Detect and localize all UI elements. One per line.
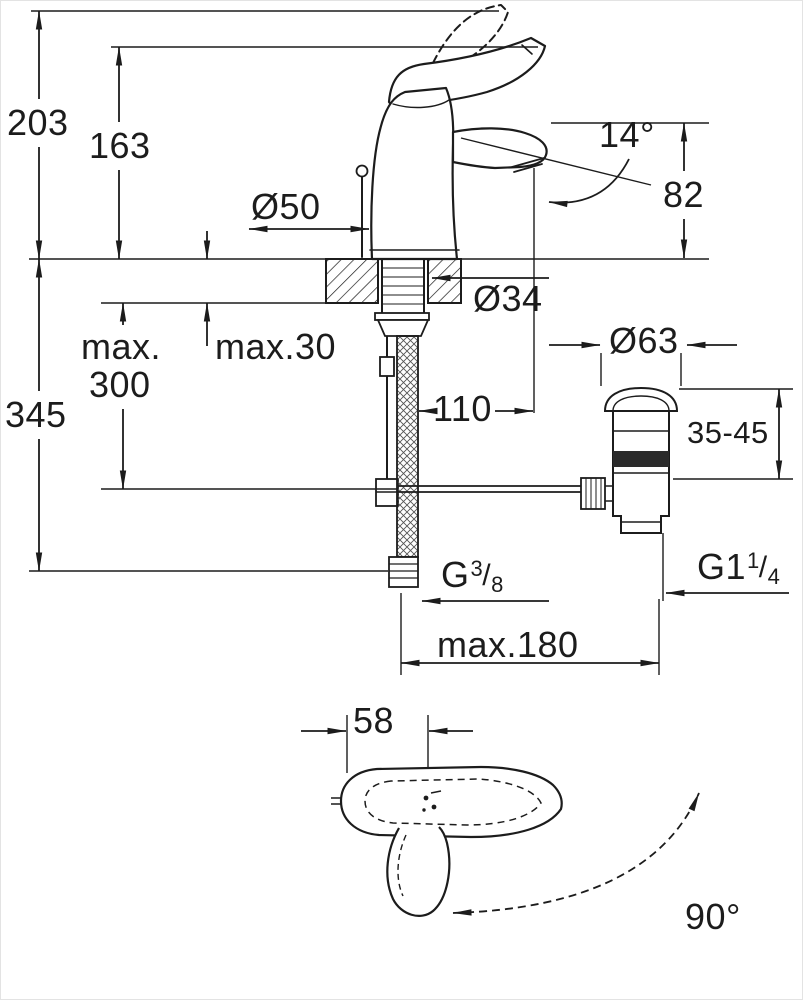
- countertop-section: [325, 258, 462, 304]
- dim-label-diameter-34: Ø34: [473, 278, 543, 319]
- thread-g114-letters: G1: [697, 546, 747, 587]
- washer: [374, 312, 430, 321]
- under-counter-assembly: [374, 259, 585, 588]
- dim-label-max-word: max.: [81, 326, 162, 367]
- dim-label-thread-g38: G3/8: [441, 554, 504, 597]
- dim-label-163: 163: [89, 125, 151, 166]
- thread-g38-letter: G: [441, 554, 470, 595]
- thread-g38-numerator: 3: [470, 556, 484, 581]
- pop-up-pull-rod-knob: [355, 164, 369, 178]
- dim-label-thread-g114: G11/4: [697, 546, 781, 589]
- dim-label-110: 110: [433, 388, 492, 429]
- dim-label-300: 300: [89, 364, 151, 405]
- thread-g114-numerator: 1: [747, 548, 760, 573]
- waste-body: [612, 411, 670, 534]
- thread-g38-slash: /: [482, 559, 492, 592]
- pop-up-waste: [580, 386, 679, 534]
- thread-g38-denominator: 8: [491, 572, 504, 597]
- dim-label-diameter-50: Ø50: [251, 186, 321, 227]
- dim-label-58: 58: [353, 700, 395, 741]
- reference-lines: [29, 10, 793, 791]
- dim-label-203: 203: [7, 102, 69, 143]
- mounting-nut: [376, 319, 430, 337]
- dim-label-345: 345: [5, 394, 67, 435]
- top-view-body: [339, 765, 563, 839]
- dim-label-max-30: max.30: [215, 326, 337, 367]
- dim-label-angle-90: 90°: [685, 896, 741, 937]
- dim-label-angle-14: 14°: [599, 114, 655, 155]
- top-view: [331, 765, 700, 917]
- top-view-handle: [386, 826, 451, 917]
- waste-flange: [603, 386, 679, 412]
- dim-label-35-45: 35-45: [687, 415, 769, 450]
- top-view-pull-rod: [331, 797, 342, 805]
- hose-fitting: [388, 556, 419, 588]
- linkage-rod: [398, 485, 585, 493]
- thread-g114-denominator: 4: [767, 564, 781, 589]
- faucet-body: [370, 86, 459, 261]
- dim-label-diameter-63: Ø63: [609, 320, 679, 361]
- front-view-faucet: [355, 4, 548, 261]
- top-view-inner-dashed-contour: [364, 778, 542, 826]
- waste-seal-band: [613, 451, 669, 467]
- dim-label-82: 82: [663, 174, 705, 215]
- flexible-supply-hose: [396, 335, 419, 558]
- dimension-lines: [35, 10, 789, 735]
- thread-g114-slash: /: [758, 551, 768, 584]
- dim-label-max-180: max.180: [437, 624, 579, 665]
